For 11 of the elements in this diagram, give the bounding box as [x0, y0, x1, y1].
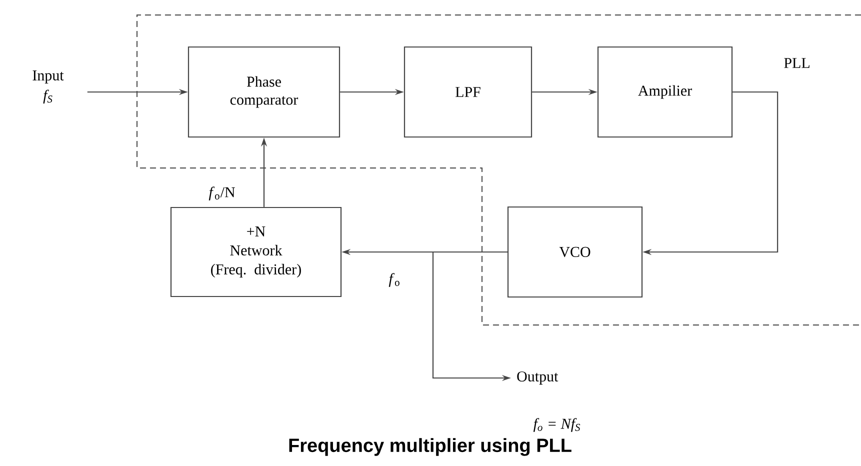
edge-label: f$_{o}$ — [388, 273, 400, 287]
signal-label: Input f$_{S}$ — [32, 70, 64, 104]
edge-label: f$_{o}$/N — [208, 186, 235, 200]
process-box: Ampilier — [597, 46, 733, 138]
process-box: VCO — [507, 206, 643, 298]
process-box: Phase comparator — [188, 46, 340, 138]
region-label: PLL — [784, 58, 810, 68]
formula-label: f$_{o}$ = Nf$_{S}$ — [533, 418, 580, 432]
signal-label: Output — [517, 371, 558, 385]
caption: Frequency multiplier using PLL — [289, 438, 572, 456]
process-box: LPF — [404, 46, 532, 138]
